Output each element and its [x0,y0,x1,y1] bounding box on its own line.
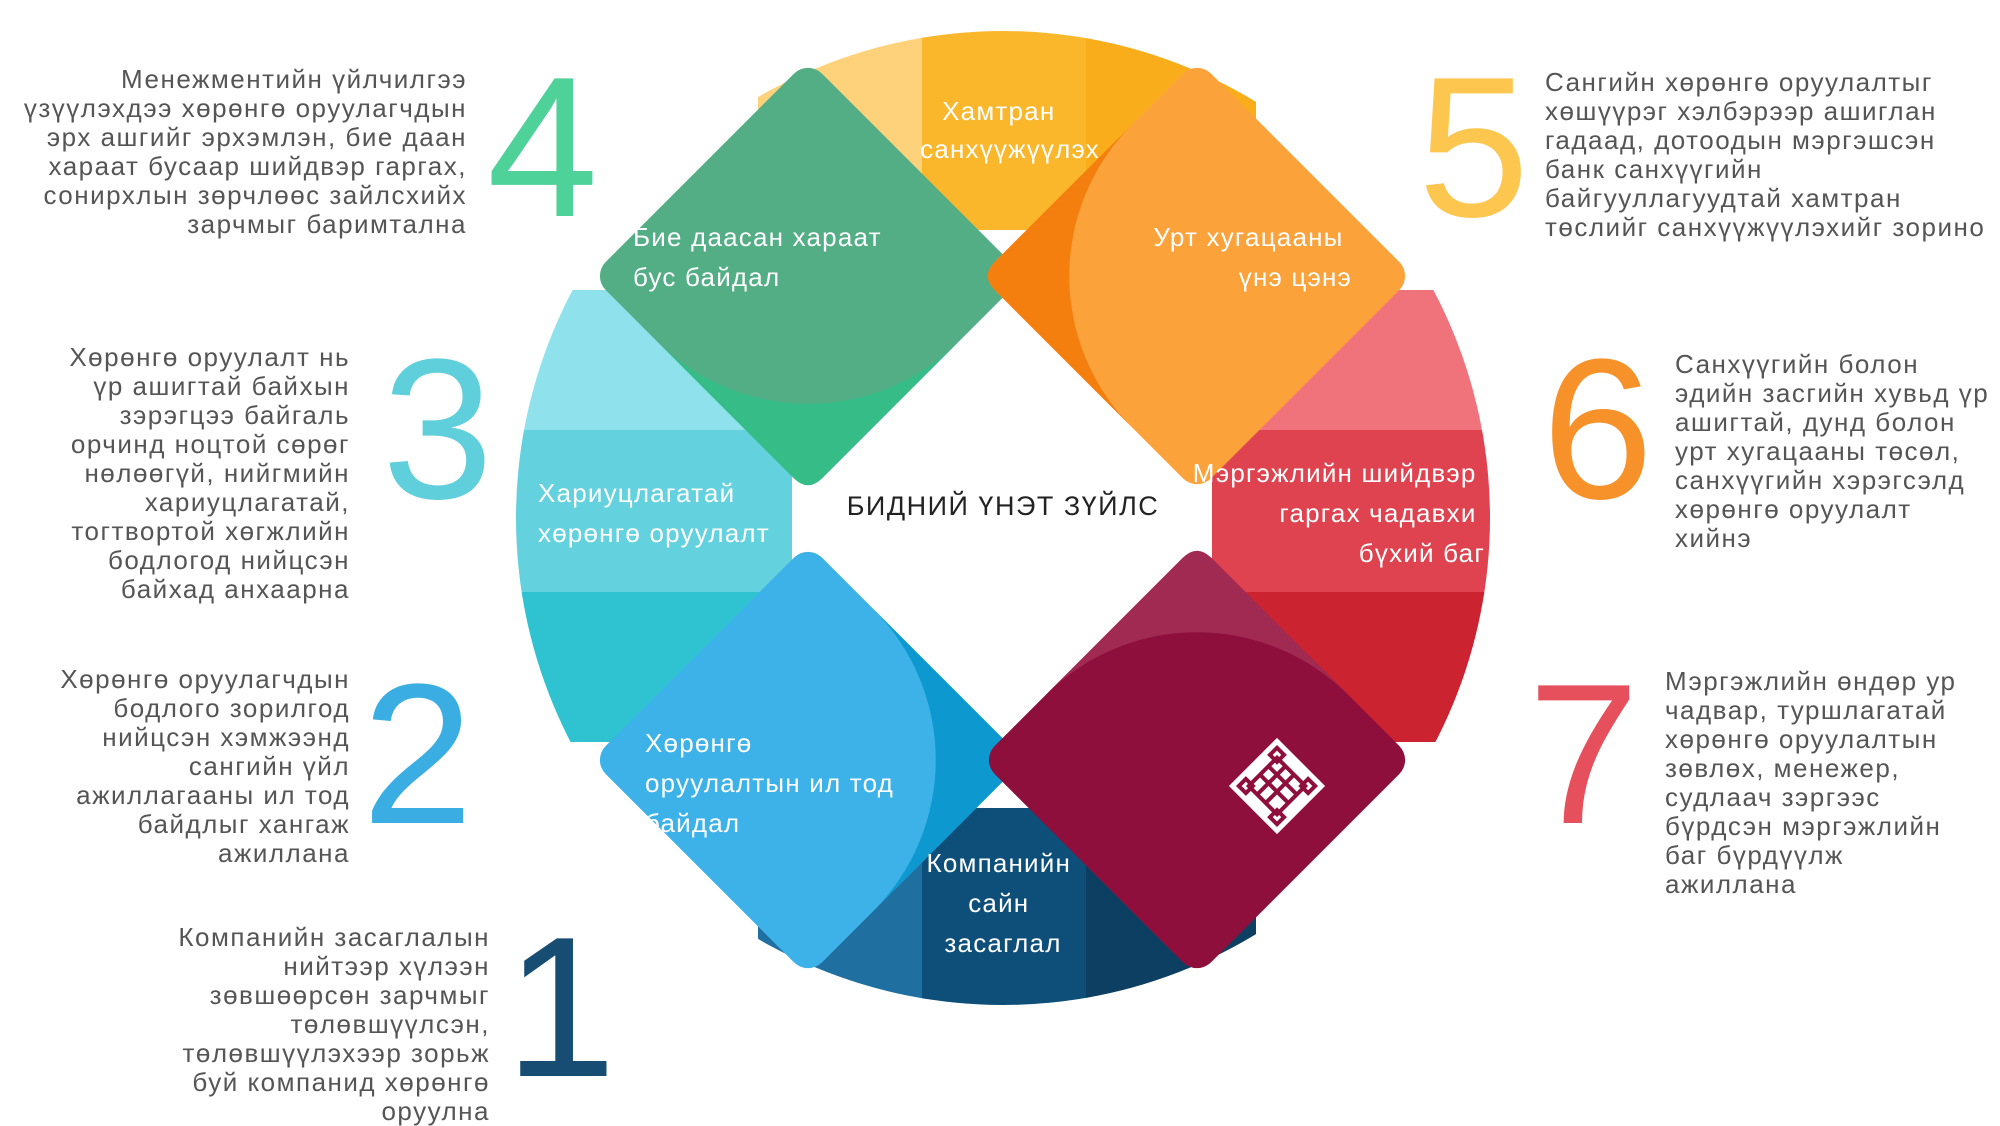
segment-2-accent [873,608,1018,912]
description-1: Компанийн засаглалын нийтээр хүлээн зөвш… [178,922,490,1126]
description-2: Хөрөнгө оруулагчдын бодлого зорилгод ний… [60,664,350,868]
number-4: 4 [487,36,599,259]
description-3: Хөрөнгө оруулалт нь үр ашигтай байхын зэ… [69,342,350,604]
number-1: 1 [505,896,617,1119]
number-5: 5 [1418,36,1530,259]
segment-6-label: Урт хугацааны үнэ цэнэ [1153,222,1352,292]
segment-7-label: Мэргэжлийн шийдвэр гаргах чадавхи бүхий … [1193,458,1485,568]
segment-logo-accent [1045,550,1349,695]
segment-5-label: Хамтран санхүүжүүлэх [920,96,1100,164]
number-3: 3 [382,318,494,541]
segment-4-independence[interactable] [592,60,1025,493]
segment-3-label: Хариуцлагатай хөрөнгө оруулалт [538,478,770,548]
segment-4-label: Бие даасан хараат бус байдал [633,222,890,292]
segment-logo [988,550,1406,969]
description-5: Сангийн хөрөнгө оруулалтыг хөшүүрэг хэлб… [1545,67,1986,242]
segment-1-mid-part [922,808,1092,1005]
description-7: Мэргэжлийн өндөр ур чадвар, туршлагатай … [1665,666,1957,899]
segment-1-label: Компанийн сайн засаглал [926,848,1079,958]
segment-3-mid-part [516,430,792,598]
number-6: 6 [1542,318,1654,541]
number-2: 2 [362,643,474,866]
segment-2-label: Хөрөнгө оруулалтын ил тод байдал [645,728,902,838]
segment-4-accent [656,341,960,486]
segment-5-mid-part [922,31,1092,230]
segment-2-transparency[interactable] [592,544,1025,977]
description-4: Менежментийн үйлчилгээ үзүүлэхдээ хөрөнг… [23,64,467,239]
description-6: Санхүүгийн болон эдийн засгийн хувьд үр … [1675,349,1990,553]
center-title: БИДНИЙ ҮНЭТ ЗҮЙЛС [847,490,1160,521]
number-7: 7 [1528,643,1640,866]
segment-7-mid-part [1212,430,1490,598]
segment-6-long-term-value[interactable] [981,60,1414,493]
segment-6-accent [987,124,1132,428]
endless-knot-icon [1228,737,1326,835]
